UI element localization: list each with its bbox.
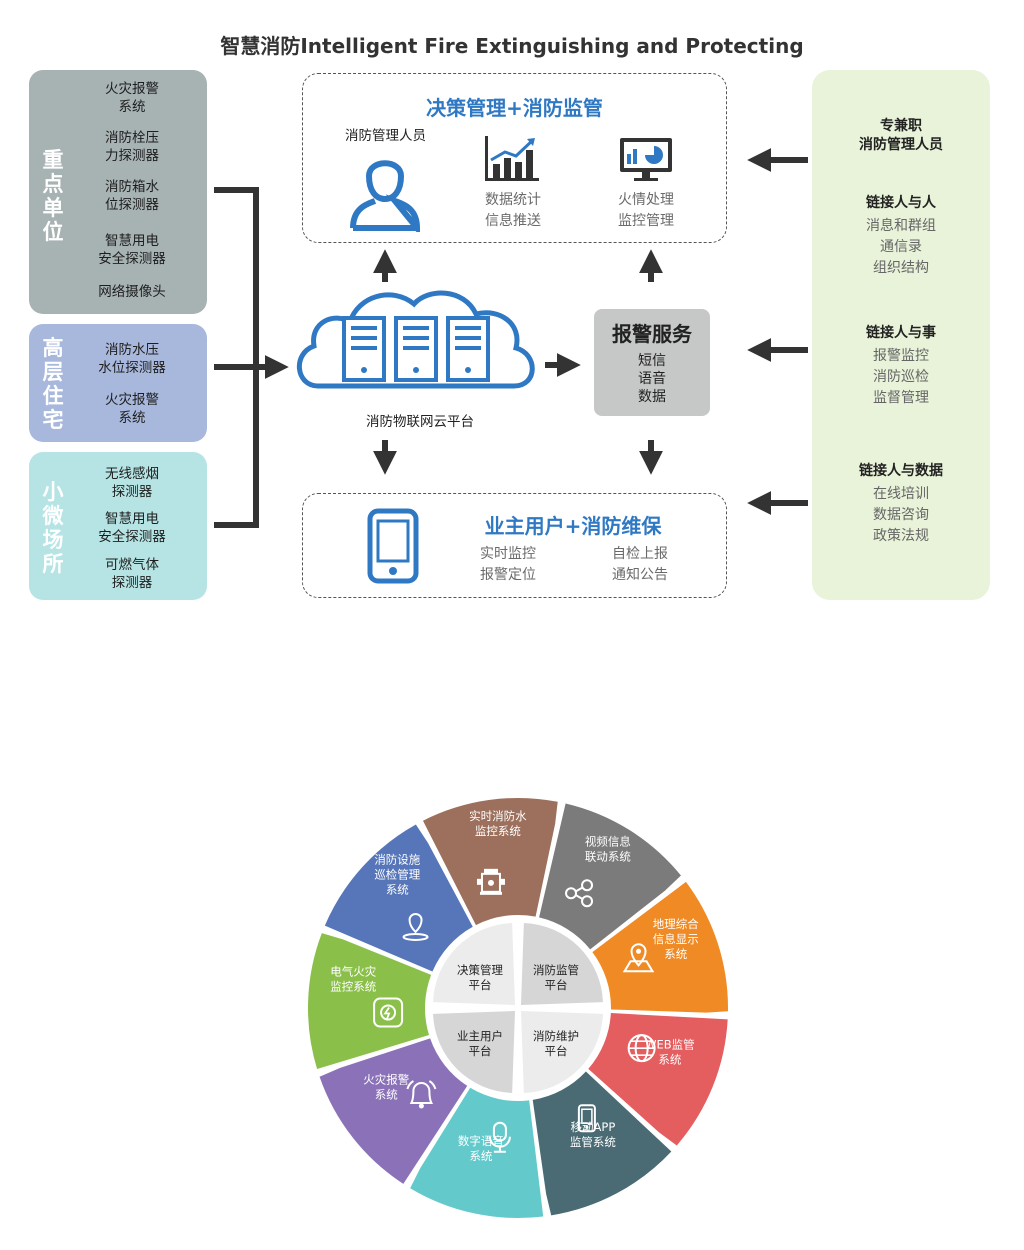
wheel-segment-shape xyxy=(410,1087,544,1218)
wheel-segment: 视频信息联动系统 xyxy=(539,803,681,950)
item-fire-alarm-system: 火灾报警系统 xyxy=(105,81,159,115)
microphone-icon xyxy=(488,1121,511,1153)
wheel-center-label: 业主用户平台 xyxy=(457,1029,503,1058)
alarm-title: 报警服务 xyxy=(612,322,692,346)
cloud-platform-label: 消防物联网云平台 xyxy=(366,414,474,430)
item-smart-power-detector: 智慧用电安全探测器 xyxy=(98,233,166,267)
phone-icon xyxy=(577,1104,596,1133)
wheel-center-label: 消防维护平台 xyxy=(533,1029,579,1058)
item-gas-detector: 可燃气体探测器 xyxy=(105,557,159,591)
wheel-segment-shape xyxy=(539,803,681,950)
section-events: 链接人与事 报警监控 消防巡检 监督管理 xyxy=(866,325,936,406)
server-icons xyxy=(342,316,490,382)
wheel-center-quadrant: 决策管理平台 xyxy=(433,923,515,1005)
owner-box-title: 业主用户+消防维保 xyxy=(484,514,662,538)
wheel-center-quadrant: 消防监管平台 xyxy=(521,923,603,1005)
globe-icon xyxy=(627,1034,656,1063)
item-smoke-detector: 无线感烟探测器 xyxy=(105,466,159,500)
right-panel: 专兼职消防管理人员 链接人与人 消息和群组 通信录 组织结构 链接人与事 报警监… xyxy=(812,70,990,600)
item-network-camera: 网络摄像头 xyxy=(98,284,166,300)
owner-col2: 自检上报通知公告 xyxy=(612,546,668,583)
owner-col1: 实时监控报警定位 xyxy=(480,546,536,583)
wheel-segment: 火灾报警系统 xyxy=(319,1038,468,1184)
wheel-center-ring xyxy=(429,919,607,1097)
wheel-segment: 地理综合信息显示系统 xyxy=(592,881,729,1013)
wheel-segment: WEB监管系统 xyxy=(588,1013,728,1146)
section-people: 链接人与人 消息和群组 通信录 组织结构 xyxy=(866,195,936,276)
decision-box-title: 决策管理+消防监管 xyxy=(426,96,603,120)
group-key-units: 重点单位 火灾报警系统 消防栓压力探测器 消防箱水位探测器 智慧用电安全探测器 … xyxy=(29,70,207,314)
wheel-segment-label: 地理综合信息显示系统 xyxy=(653,917,699,961)
wheel-segment-label: WEB监管系统 xyxy=(645,1037,695,1066)
wheel-segment-label: 消防设施巡检管理系统 xyxy=(374,852,420,896)
wheel-segment-shape xyxy=(319,1038,468,1184)
wheel-segment-label: 实时消防水监控系统 xyxy=(469,809,527,838)
wheel-center-quadrant: 业主用户平台 xyxy=(433,1011,515,1093)
wheel-segment: 电气火灾监控系统 xyxy=(308,933,432,1070)
item-water-pressure-detector: 消防水压水位探测器 xyxy=(98,342,166,376)
manager-label: 消防管理人员 xyxy=(345,128,426,144)
item-smart-power-detector-2: 智慧用电安全探测器 xyxy=(98,511,166,545)
wheel-segment-label: 火灾报警系统 xyxy=(363,1072,409,1101)
wheel-segment: 消防设施巡检管理系统 xyxy=(324,824,473,972)
wheel-segment-label: 电气火灾监控系统 xyxy=(330,964,376,993)
location-icon xyxy=(402,912,429,941)
alarm-service-box: 报警服务 短信语音数据 xyxy=(594,309,710,416)
hydrant-icon xyxy=(476,868,505,895)
item-tank-level-detector: 消防箱水位探测器 xyxy=(105,179,159,213)
wheel-segment: 数字语音系统 xyxy=(410,1087,544,1218)
alarm-items: 短信语音数据 xyxy=(638,353,666,405)
wheel-segment-shape xyxy=(588,1013,728,1146)
wheel-center-label: 消防监管平台 xyxy=(533,963,579,992)
group-label-small-venues: 小微场所 xyxy=(42,480,64,576)
wheel-center-quadrant: 消防维护平台 xyxy=(521,1011,603,1093)
staff-label: 专兼职消防管理人员 xyxy=(859,118,943,153)
item-hydrant-pressure-detector: 消防栓压力探测器 xyxy=(105,130,159,164)
wheel-segment: 实时消防水监控系统 xyxy=(422,798,558,926)
wheel-segment-shape xyxy=(422,798,558,926)
cloud-icon xyxy=(296,290,535,389)
group-small-venues: 小微场所 无线感烟探测器 智慧用电安全探测器 可燃气体探测器 xyxy=(29,452,207,600)
wheel-segment-shape xyxy=(308,933,432,1070)
owner-maintenance-box: 业主用户+消防维保 实时监控报警定位 自检上报通知公告 xyxy=(302,493,727,598)
wheel-segment-label: 视频信息联动系统 xyxy=(585,835,631,864)
bar-chart-icon xyxy=(485,136,539,181)
wheel-segment-shape xyxy=(532,1071,672,1216)
wheel-center-label: 决策管理平台 xyxy=(457,963,503,992)
monitor-icon xyxy=(620,138,672,181)
page-title: 智慧消防Intelligent Fire Extinguishing and P… xyxy=(220,34,804,58)
share-nodes-icon xyxy=(565,879,594,908)
fire-handling-text: 火情处理监控管理 xyxy=(618,192,674,229)
group-high-rise: 高层住宅 消防水压水位探测器 火灾报警系统 xyxy=(29,324,207,442)
item-fire-alarm-system-2: 火灾报警系统 xyxy=(105,392,159,426)
group-label-key-units: 重点单位 xyxy=(42,148,64,244)
wheel-segment-shape xyxy=(324,824,473,972)
wheel-segment-shape xyxy=(592,881,729,1013)
bell-icon xyxy=(406,1080,437,1109)
stats-text: 数据统计信息推送 xyxy=(485,192,541,229)
decision-management-box: 决策管理+消防监管 消防管理人员 数据统计信息推送 火情处理监控管理 xyxy=(302,73,727,243)
section-data: 链接人与数据 在线培训 数据咨询 政策法规 xyxy=(859,463,943,544)
phone-icon xyxy=(367,508,419,584)
group-label-high-rise: 高层住宅 xyxy=(42,336,64,432)
connector-arrows xyxy=(214,148,808,528)
map-pin-icon xyxy=(622,943,655,973)
person-icon xyxy=(350,160,421,232)
power-icon xyxy=(373,997,404,1028)
